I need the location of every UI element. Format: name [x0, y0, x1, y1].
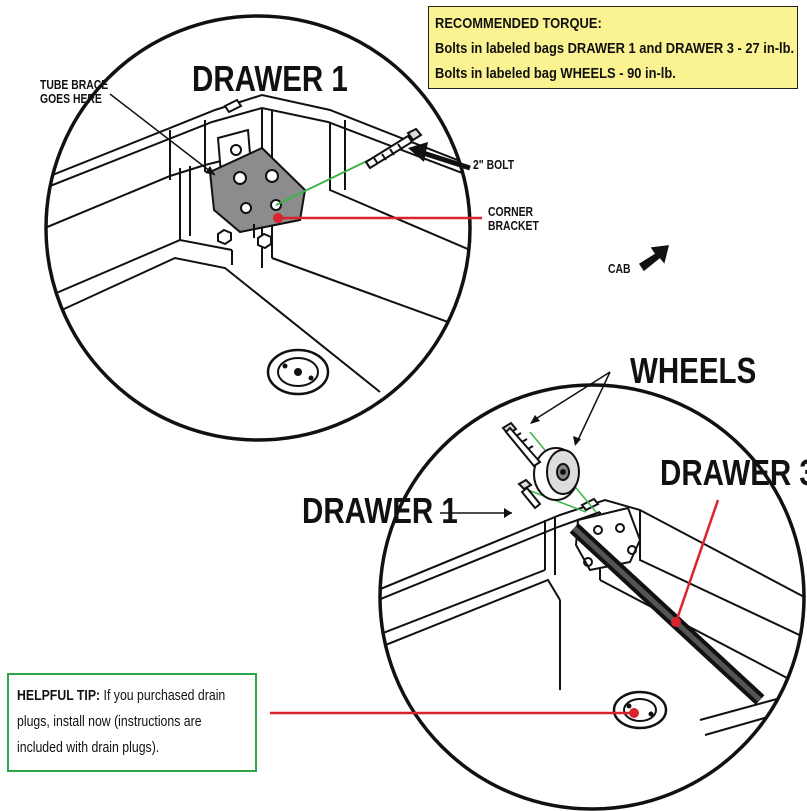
- helpful-tip-lead: HELPFUL TIP:: [17, 687, 101, 704]
- corner-bracket-label-line-1: CORNER: [488, 204, 534, 219]
- helpful-tip-box: HELPFUL TIP: If you purchased drain plug…: [7, 673, 257, 772]
- torque-line-2: Bolts in labeled bag WHEELS - 90 in-lb.: [435, 65, 676, 82]
- cab-label: CAB: [608, 261, 631, 276]
- bottom-detail-view: [378, 383, 806, 811]
- bottom-drawer1-label: DRAWER 1: [302, 490, 458, 531]
- corner-bracket-label-line-2: BRACKET: [488, 218, 539, 233]
- torque-box: RECOMMENDED TORQUE: Bolts in labeled bag…: [428, 6, 798, 89]
- cab-arrow: [638, 245, 669, 272]
- helpful-tip-body: If you purchased drain plugs, install no…: [17, 687, 226, 756]
- top-detail-view: [44, 14, 472, 442]
- bottom-callout-lines: [270, 371, 720, 718]
- drawer3-label: DRAWER 3: [660, 452, 807, 493]
- torque-line-1: Bolts in labeled bags DRAWER 1 and DRAWE…: [435, 40, 795, 57]
- tube-brace-label-line-1: TUBE BRACE: [40, 77, 109, 92]
- top-callout-lines: [109, 93, 482, 223]
- tube-brace-label: TUBE BRACE GOES HERE: [40, 78, 108, 106]
- torque-heading: RECOMMENDED TORQUE:: [435, 15, 602, 32]
- bolt-label: 2" BOLT: [473, 157, 515, 172]
- corner-bracket-label: CORNER BRACKET: [488, 205, 539, 233]
- helpful-tip-text: HELPFUL TIP: If you purchased drain plug…: [17, 683, 247, 761]
- tube-brace-label-line-2: GOES HERE: [40, 91, 102, 106]
- wheels-label: WHEELS: [630, 350, 757, 391]
- top-drawer1-title: DRAWER 1: [192, 58, 348, 99]
